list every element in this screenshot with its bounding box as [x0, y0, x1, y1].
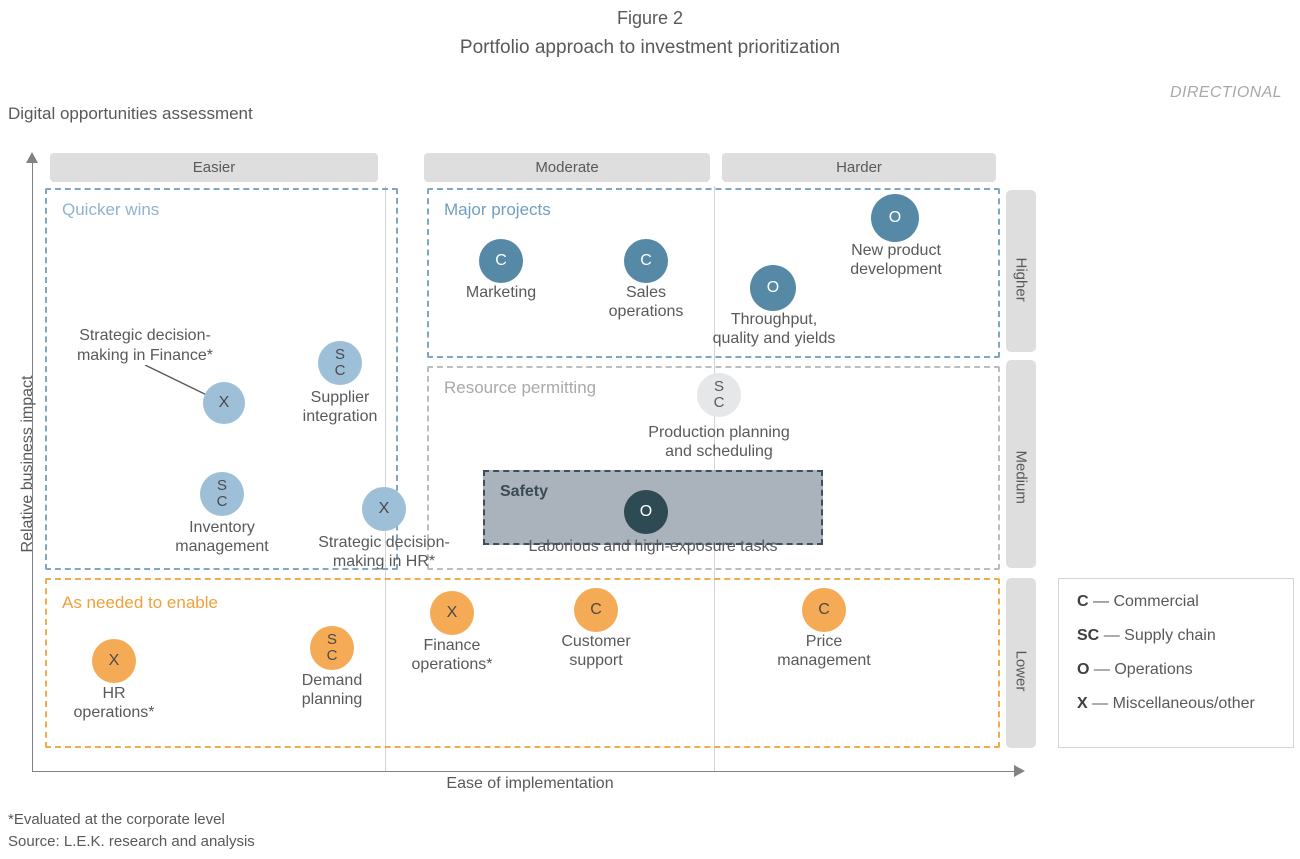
- zone-quicker-wins: [45, 188, 398, 570]
- row-label-lower-text: Lower: [1012, 650, 1030, 692]
- bubble-new-product-development[interactable]: O: [871, 194, 919, 242]
- bubble-price-management[interactable]: C: [802, 588, 846, 632]
- bubble-hr-operations[interactable]: X: [92, 639, 136, 683]
- figure-title: Portfolio approach to investment priorit…: [459, 37, 841, 58]
- bubble-code: O: [888, 209, 902, 226]
- bubble-code: S C: [326, 630, 338, 664]
- legend-item-supply-chain: SC — Supply chain: [1077, 627, 1293, 645]
- legend-code: O: [1077, 661, 1090, 678]
- legend-label: Supply chain: [1124, 627, 1216, 644]
- bubble-code: C: [640, 252, 652, 269]
- bubble-marketing[interactable]: C: [479, 239, 523, 283]
- bubble-code: C: [818, 601, 830, 618]
- row-label-lower: Lower: [1006, 578, 1036, 748]
- bubble-demand-planning[interactable]: S C: [310, 626, 354, 670]
- legend-dash: —: [1092, 695, 1109, 712]
- column-header-harder: Harder: [722, 153, 996, 182]
- bubble-label-marketing: Marketing: [465, 284, 537, 301]
- bubble-code: C: [495, 252, 507, 269]
- footnote-source: Source: L.E.K. research and analysis: [8, 833, 255, 850]
- legend-label: Miscellaneous/other: [1112, 695, 1255, 712]
- zone-title-resource-permitting: Resource permitting: [444, 378, 597, 397]
- bubble-code: X: [446, 604, 458, 621]
- bubble-laborious-high-exposure-tasks[interactable]: O: [624, 490, 668, 534]
- x-axis-line: [32, 771, 1017, 772]
- bubble-supplier-integration[interactable]: S C: [318, 341, 362, 385]
- legend-dash: —: [1093, 593, 1110, 610]
- legend-label: Operations: [1114, 661, 1193, 678]
- legend-label: Commercial: [1113, 593, 1199, 610]
- callout-leader-line: [145, 365, 215, 400]
- bubble-label-strategic-finance: Strategic decision-making in Finance*: [76, 327, 214, 364]
- footnote-evaluated: *Evaluated at the corporate level: [8, 811, 225, 828]
- bubble-label-strategic-hr: Strategic decision-making in HR*: [318, 534, 450, 570]
- zone-title-quicker-wins: Quicker wins: [62, 200, 160, 219]
- bubble-code: O: [766, 279, 780, 296]
- legend-code: C: [1077, 593, 1089, 610]
- bubble-code: S C: [334, 345, 346, 379]
- row-label-medium-text: Medium: [1012, 450, 1030, 504]
- x-axis-arrow-icon: [1014, 765, 1025, 777]
- bubble-inventory-management[interactable]: S C: [200, 472, 244, 516]
- bubble-production-planning[interactable]: S C: [697, 373, 741, 417]
- bubble-label-throughput-quality-yields: Throughput,quality and yields: [712, 311, 836, 347]
- bubble-strategic-finance[interactable]: X: [203, 382, 245, 424]
- legend-dash: —: [1103, 627, 1120, 644]
- bubble-strategic-hr[interactable]: X: [362, 487, 406, 531]
- zone-as-needed-to-enable: [45, 578, 1000, 748]
- bubble-code: S C: [713, 377, 725, 411]
- bubble-customer-support[interactable]: C: [574, 588, 618, 632]
- y-axis-title: Relative business impact: [19, 375, 36, 553]
- bubble-code: X: [218, 394, 230, 411]
- figure-number: Figure 2: [616, 8, 684, 28]
- bubble-code: X: [108, 652, 120, 669]
- legend: C — Commercial SC — Supply chain O — Ope…: [1058, 578, 1294, 748]
- bubble-finance-operations[interactable]: X: [430, 591, 474, 635]
- bubble-code: S C: [216, 476, 228, 510]
- safety-title: Safety: [500, 483, 549, 500]
- bubble-code: X: [378, 500, 390, 517]
- row-label-higher-text: Higher: [1012, 257, 1030, 302]
- zone-title-as-needed: As needed to enable: [62, 593, 218, 612]
- zone-major-projects: [427, 188, 1000, 358]
- legend-item-miscellaneous: X — Miscellaneous/other: [1077, 695, 1293, 713]
- x-axis-title: Ease of implementation: [446, 775, 614, 792]
- legend-item-commercial: C — Commercial: [1077, 593, 1293, 611]
- column-header-easier: Easier: [50, 153, 378, 182]
- legend-dash: —: [1093, 661, 1110, 678]
- zone-resource-permitting: [427, 366, 1000, 570]
- assessment-label: Digital opportunities assessment: [8, 104, 253, 123]
- bubble-throughput-quality-yields[interactable]: O: [750, 265, 796, 311]
- row-label-medium: Medium: [1006, 360, 1036, 568]
- bubble-sales-operations[interactable]: C: [624, 239, 668, 283]
- bubble-code: O: [639, 503, 653, 520]
- legend-item-operations: O — Operations: [1077, 661, 1293, 679]
- column-header-moderate: Moderate: [424, 153, 710, 182]
- legend-code: SC: [1077, 627, 1100, 644]
- legend-code: X: [1077, 695, 1088, 712]
- row-label-higher: Higher: [1006, 190, 1036, 352]
- column-divider-1: [385, 186, 386, 771]
- bubble-code: C: [590, 601, 602, 618]
- y-axis-line: [32, 160, 33, 772]
- directional-tag: DIRECTIONAL: [1170, 84, 1282, 101]
- zone-title-major-projects: Major projects: [444, 200, 551, 219]
- safety-caption: Laborious and high-exposure tasks: [528, 538, 778, 555]
- y-axis-arrow-icon: [26, 152, 38, 163]
